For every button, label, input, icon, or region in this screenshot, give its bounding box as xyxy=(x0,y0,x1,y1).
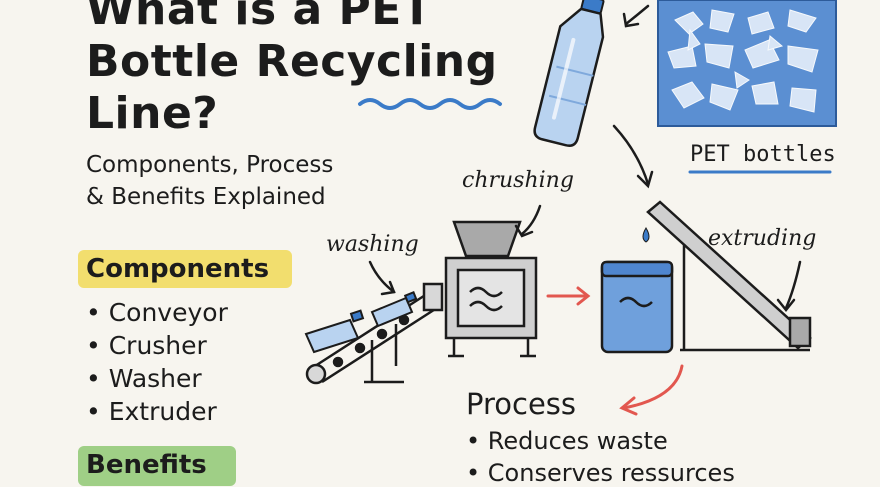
arrow-to-extruder xyxy=(784,260,802,310)
pet-bottles-label: PET bottles xyxy=(690,142,836,167)
arrow-to-flakes xyxy=(624,4,650,26)
process-heading: Process xyxy=(466,387,577,421)
arrow-to-tank xyxy=(612,124,650,186)
subtitle-line-2: & Benefits Explained xyxy=(86,184,326,210)
conveyor-bottles xyxy=(304,291,418,354)
page-title-line-1: What is a PET xyxy=(86,0,433,35)
arrow-to-process xyxy=(622,364,684,410)
extruding-label: extruding xyxy=(708,226,817,251)
benefits-highlight xyxy=(78,446,236,486)
process-item-1: • Reduces waste xyxy=(466,427,668,455)
crushing-label: chrushing xyxy=(462,168,574,193)
water-drop-icon xyxy=(642,227,650,243)
component-item-crusher: • Crusher xyxy=(86,331,207,360)
arrow-to-conveyor xyxy=(368,260,396,294)
component-item-washer: • Washer xyxy=(86,364,202,393)
washer-tank xyxy=(600,260,674,354)
crusher xyxy=(444,220,538,358)
component-item-conveyor: • Conveyor xyxy=(86,298,228,327)
page-title-line-2: Bottle Recycling xyxy=(86,36,498,87)
wavy-underline xyxy=(358,98,502,110)
component-item-extruder: • Extruder xyxy=(86,397,217,426)
pet-bottle-icon xyxy=(533,0,605,147)
components-heading: Components xyxy=(86,254,270,284)
benefits-heading: Benefits xyxy=(86,450,207,480)
page-title-line-3: Line? xyxy=(86,88,219,139)
subtitle-line-1: Components, Process xyxy=(86,152,334,178)
extruder xyxy=(646,200,812,352)
arrow-to-crusher xyxy=(520,204,542,236)
conveyor xyxy=(305,282,444,385)
process-item-2: • Conserves ressurces xyxy=(466,459,735,487)
washing-label: washing xyxy=(326,232,419,257)
components-highlight xyxy=(78,250,292,288)
pet-flakes-panel xyxy=(657,0,837,127)
